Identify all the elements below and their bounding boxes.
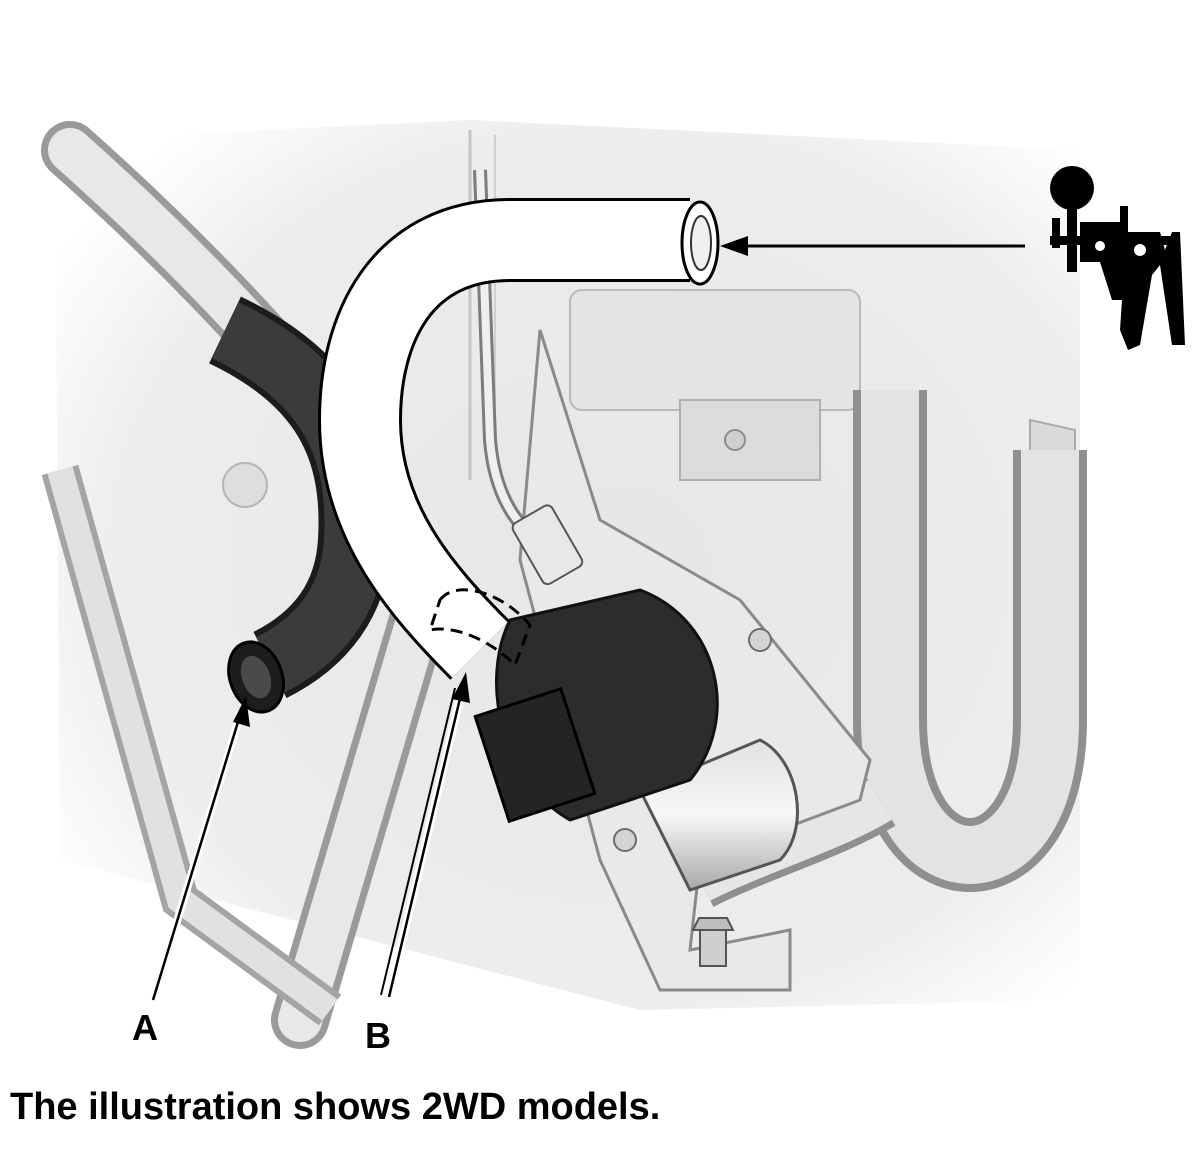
vacuum-pump-icon bbox=[1050, 166, 1185, 350]
purge-valve bbox=[473, 588, 799, 892]
figure-caption: The illustration shows 2WD models. bbox=[10, 1086, 661, 1128]
callout-label-a: A bbox=[132, 1007, 158, 1048]
callout-line-a bbox=[149, 696, 250, 1002]
callout-line-b bbox=[380, 672, 470, 998]
arrow-left-icon bbox=[720, 236, 1025, 256]
thin-vacuum-line bbox=[473, 169, 584, 586]
test-tube-hose bbox=[317, 198, 720, 680]
bolt-icon bbox=[691, 917, 735, 967]
callout-label-b: B bbox=[365, 1015, 391, 1056]
